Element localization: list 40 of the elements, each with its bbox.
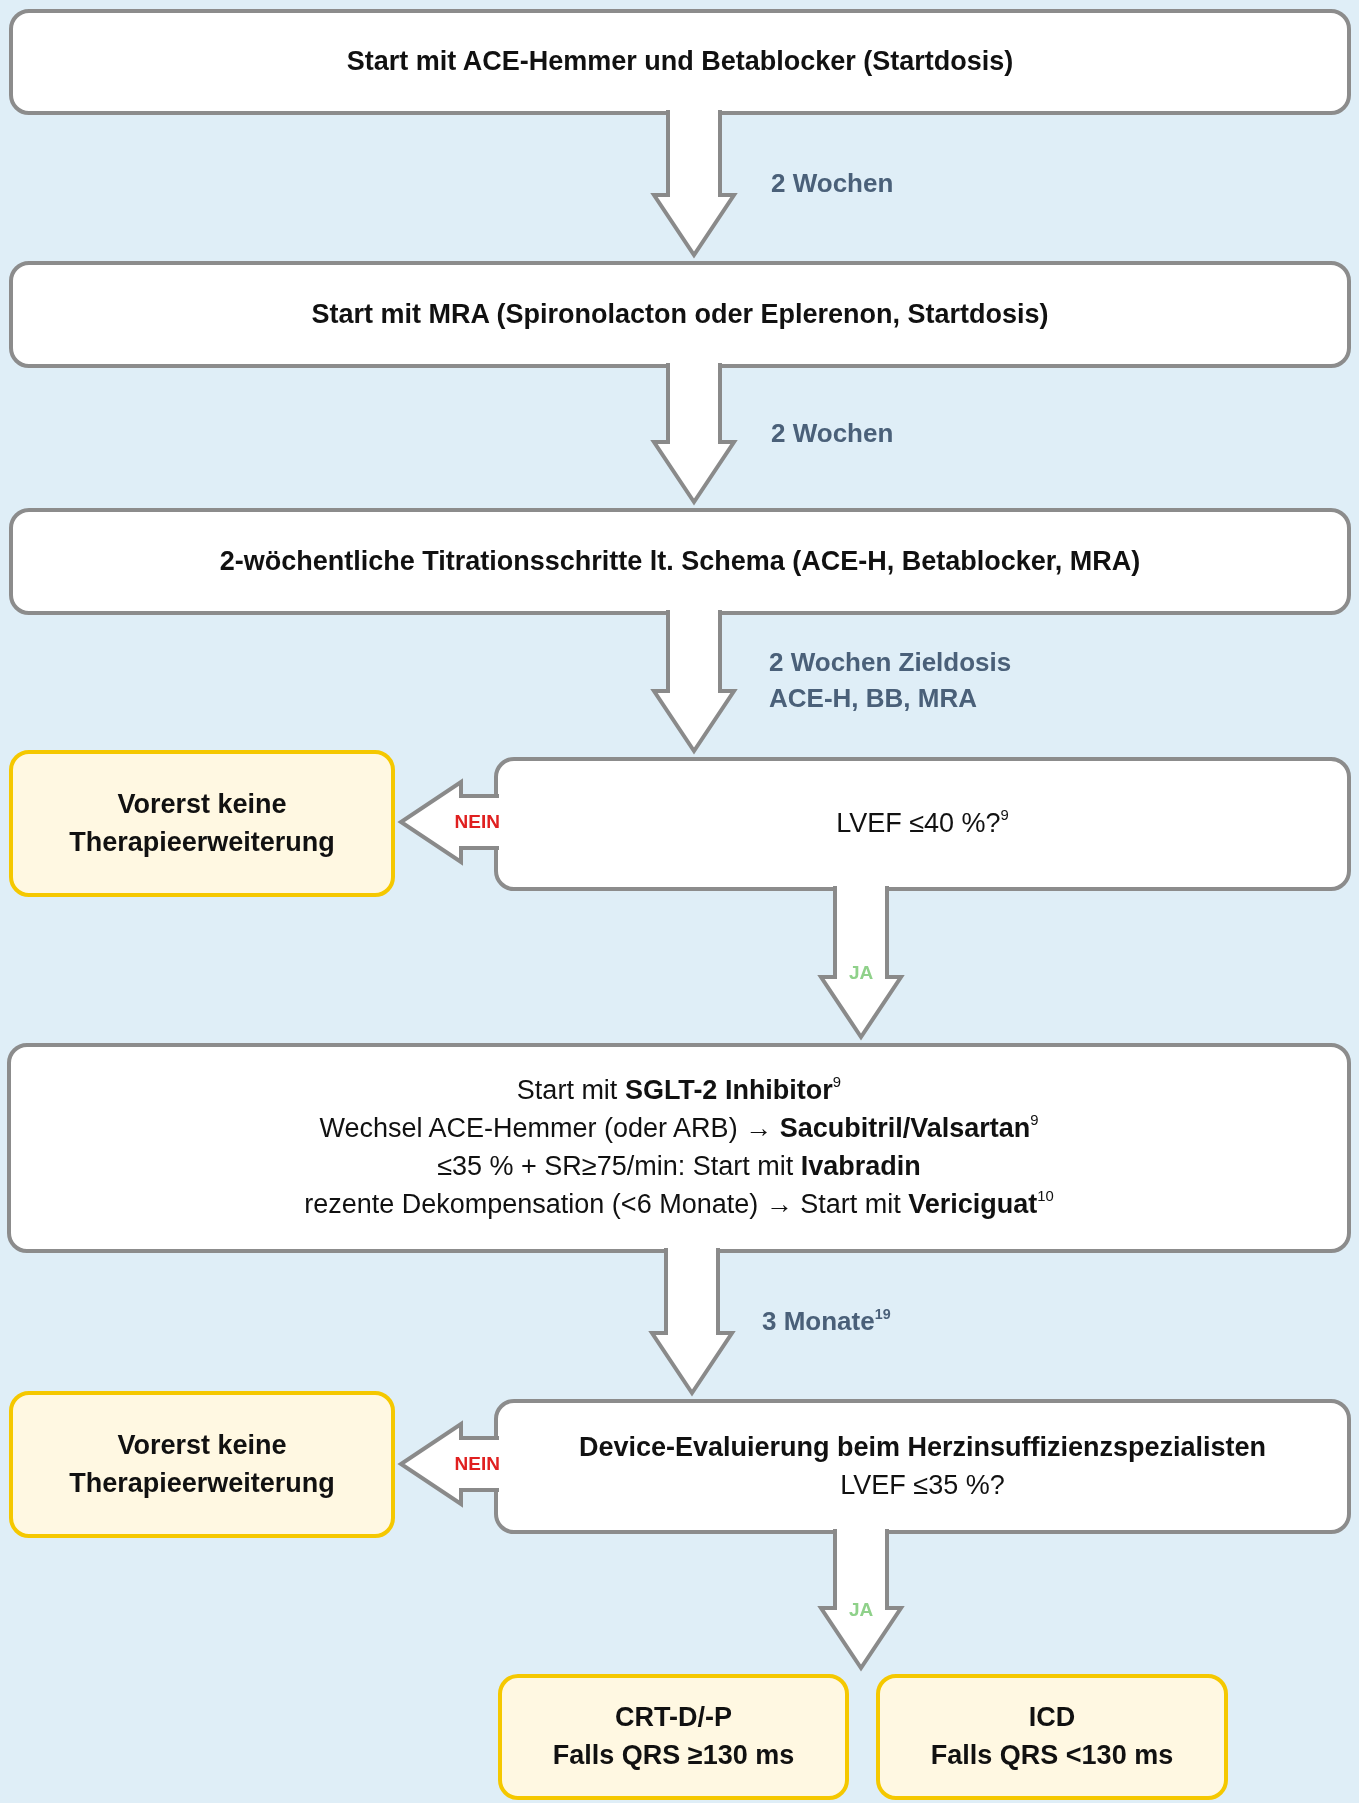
block-arrow [650, 608, 738, 755]
edge-label: JA [849, 961, 874, 985]
process-box [7, 1043, 1351, 1253]
box-text: Start mit SGLT-2 Inhibitor$^{9}$ [515, 1073, 843, 1108]
box-text: Falls QRS <130 ms [929, 1739, 1175, 1772]
box-text: rezente Dekompensation (<6 Monate) → Start mit Vericiguat$^{10}$ [303, 1186, 1055, 1221]
edge-label: JA [849, 1598, 874, 1622]
result-box [9, 750, 395, 897]
edge-label: 2 Wochen [771, 416, 895, 450]
edge-label: 3 Monate$^{19}$ [762, 1304, 892, 1338]
edge-label: 2 Wochen Zieldosis ACE-H, BB, MRA [769, 646, 1013, 716]
block-arrow [397, 778, 501, 866]
result-box [876, 1674, 1228, 1800]
box-text: 2-wöchentliche Titrationsschritte lt. Schema (ACE-H, Betablocker, MRA) [218, 544, 1142, 578]
box-text: CRT-D/-P [614, 1701, 733, 1735]
box-text: Start mit ACE-Hemmer und Betablocker (Startdosis) [345, 45, 1015, 79]
box-text: Wechsel ACE-Hemmer (oder ARB) → Sacubitril/Valsartan$^{9}$ [318, 1111, 1040, 1146]
process-box [9, 261, 1351, 368]
box-text: Device-Evaluierung beim Herzinsuffizienzspezialisten [577, 1430, 1268, 1464]
box-text: ICD [1027, 1701, 1077, 1735]
block-arrow [817, 884, 905, 1041]
block-arrow [648, 1246, 736, 1397]
block-arrow [817, 1527, 905, 1672]
box-text: Falls QRS ≥130 ms [551, 1739, 796, 1772]
box-text: Vorerst keine Therapieerweiterung [68, 1428, 336, 1500]
block-arrow [397, 1420, 501, 1508]
process-box [9, 9, 1351, 115]
edge-label: NEIN [454, 1451, 500, 1476]
edge-label: 2 Wochen [771, 166, 895, 200]
block-arrow [650, 361, 738, 506]
box-text: ≤35 % + SR≥75/min: Start mit Ivabradin [436, 1150, 922, 1183]
box-text: LVEF ≤40 %?$^{9}$ [835, 806, 1010, 841]
block-arrow [650, 108, 738, 259]
box-text: Vorerst keine Therapieerweiterung [68, 787, 336, 859]
process-box [9, 508, 1351, 615]
result-box [9, 1391, 395, 1538]
edge-label: NEIN [454, 809, 500, 834]
result-box [498, 1674, 849, 1800]
box-text: LVEF ≤35 %? [839, 1468, 1006, 1502]
box-text: Start mit MRA (Spironolacton oder Eplerenon, Startdosis) [310, 297, 1050, 331]
